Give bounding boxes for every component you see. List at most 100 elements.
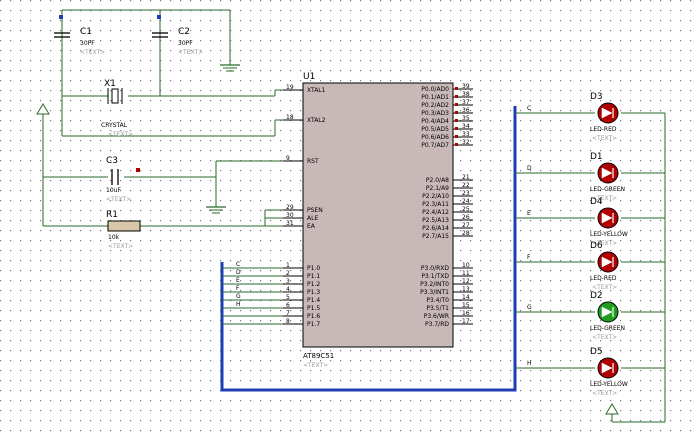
led-diode-icon [601, 256, 613, 268]
chip-pin-name: P1.4 [307, 297, 320, 304]
chip-pin-number: 12 [462, 278, 470, 285]
chip-pin-number: 34 [462, 123, 470, 130]
chip-pin-number: 36 [462, 107, 470, 114]
chip-pin-number: 13 [462, 286, 470, 293]
chip-pin-name: P1.5 [307, 305, 320, 312]
c3-value: 10uF [106, 187, 121, 194]
chip-pin-number: 35 [462, 115, 470, 122]
chip-pin-number: 5 [286, 294, 290, 301]
chip-part: AT89C51 [303, 352, 334, 360]
net-label: E [527, 210, 531, 217]
chip-pin-name: P3.6/WR [424, 313, 449, 320]
pin-marker [455, 119, 458, 122]
led-ref: D1 [590, 152, 603, 162]
led-diode-icon [601, 212, 613, 224]
chip-pin-name: P3.3/INT1 [420, 289, 449, 296]
capacitor-c3-symbol [111, 169, 119, 185]
chip-pin-name: P0.4/AD4 [421, 118, 449, 125]
chip-pin-name: P1.3 [307, 289, 320, 296]
chip-body[interactable] [302, 82, 454, 348]
pin-marker [455, 87, 458, 90]
pin-marker [455, 111, 458, 114]
chip-pin-number: 11 [462, 270, 470, 277]
chip-pin-number: 32 [462, 139, 470, 146]
chip-pin-name: PSEN [307, 207, 323, 214]
c3-text: <TEXT> [106, 196, 131, 203]
led-diode-icon [601, 167, 613, 179]
led-ref: D5 [590, 347, 603, 357]
c1-value: 30PF [80, 40, 95, 47]
chip-pin-number: 19 [286, 84, 294, 91]
led-part: LED-RED [590, 275, 617, 282]
chip-text: <TEXT> [303, 362, 328, 369]
net-label: G [236, 293, 241, 300]
chip-pin-name: P1.0 [307, 265, 320, 272]
chip-pin-number: 6 [286, 302, 290, 309]
chip-pin-number: 29 [286, 204, 294, 211]
led-part: LED-YELLOW [590, 381, 628, 388]
chip-pin-number: 8 [286, 318, 290, 325]
chip-pin-name: XTAL2 [307, 117, 326, 124]
chip-pin-number: 30 [286, 212, 294, 219]
chip-pin-name: P2.6/A14 [422, 225, 449, 232]
net-label: G [527, 304, 532, 311]
led-part: LED-YELLOW [590, 231, 628, 238]
led-array: CD3LED-RED<TEXT>DD1LED-GREEN<TEXT>ED4LED… [515, 92, 665, 397]
chip-pin-name: P2.0/A8 [426, 177, 449, 184]
chip-pin-name: XTAL1 [307, 87, 326, 94]
chip-pin-name: ALE [307, 215, 318, 222]
chip-pin-number: 37 [462, 99, 470, 106]
chip-pin-number: 33 [462, 131, 470, 138]
chip-pin-name: P0.3/AD3 [421, 110, 449, 117]
c2-text: <TEXT> [178, 49, 203, 56]
chip-pin-name: P1.2 [307, 281, 320, 288]
c1-text: <TEXT> [80, 49, 105, 56]
led-diode-icon [601, 362, 613, 374]
c3-ref: C3 [106, 156, 118, 166]
chip-pin-number: 14 [462, 294, 470, 301]
led-ref: D6 [590, 241, 603, 251]
chip-pin-name: RST [307, 158, 319, 165]
chip-pin-number: 7 [286, 310, 290, 317]
chip-pin-name: P2.5/A13 [422, 217, 449, 224]
chip-ref: U1 [303, 72, 315, 82]
chip-pin-number: 27 [462, 222, 470, 229]
r1-value: 10k [108, 234, 120, 241]
chip-pin-number: 18 [286, 114, 294, 121]
net-label: F [236, 285, 240, 292]
pin-marker [455, 95, 458, 98]
led-part: LED-GREEN [590, 186, 625, 193]
chip-pin-name: P3.4/T0 [426, 297, 449, 304]
chip-pin-name: P1.6 [307, 313, 320, 320]
chip-pin-number: 39 [462, 83, 470, 90]
chip-pin-number: 4 [286, 286, 290, 293]
capacitor-c2-symbol [152, 32, 168, 38]
c1-ref: C1 [80, 27, 92, 37]
chip-pin-number: 9 [286, 155, 290, 162]
led-ref: D4 [590, 197, 603, 207]
pin-marker [59, 15, 63, 19]
chip-pin-name: P0.2/AD2 [421, 102, 449, 109]
led-diode-icon [601, 306, 613, 318]
c2-value: 30PF [178, 40, 193, 47]
chip-pin-name: P2.4/A12 [422, 209, 449, 216]
crystal-x1-symbol [107, 88, 123, 104]
chip-pin-number: 22 [462, 182, 470, 189]
chip-pin-name: P0.6/AD6 [421, 134, 449, 141]
chip-pin-name: P3.0/RXD [421, 265, 449, 272]
chip-pin-name: P1.1 [307, 273, 320, 280]
led-text: <TEXT> [592, 195, 617, 202]
chip-pin-number: 3 [286, 278, 290, 285]
led-ref: D3 [590, 92, 603, 102]
chip-pin-number: 1 [286, 262, 290, 269]
chip-pin-number: 10 [462, 262, 470, 269]
r1-text: <TEXT> [108, 243, 133, 250]
net-label: H [527, 360, 532, 367]
x1-value: CRYSTAL [101, 122, 128, 129]
chip-pin-number: 17 [462, 318, 470, 325]
pin-marker [136, 168, 140, 172]
chip-pin-name: P3.5/T1 [426, 305, 449, 312]
